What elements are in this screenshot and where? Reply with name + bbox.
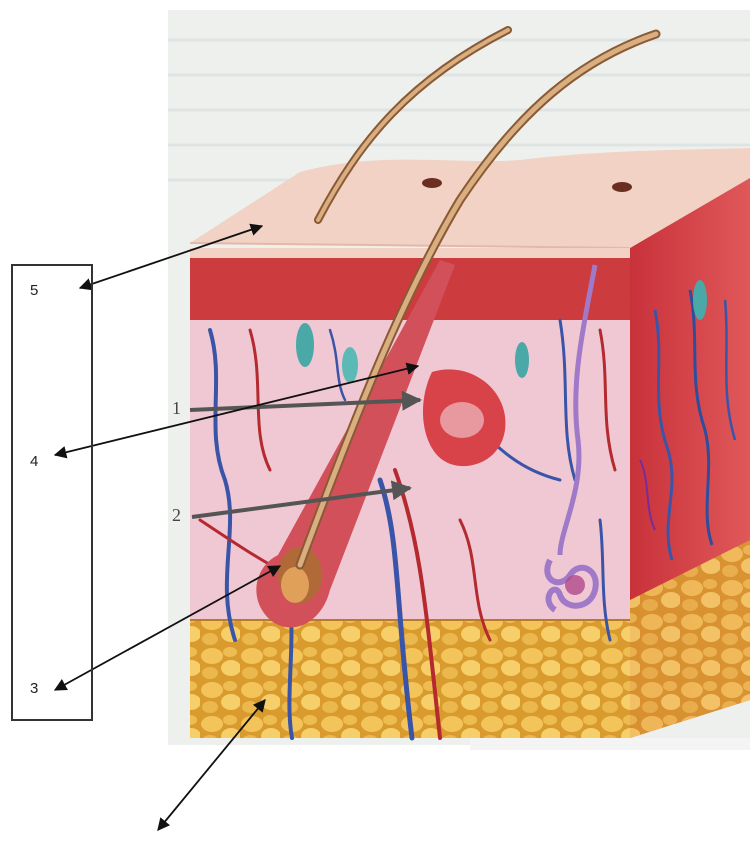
- label-5: 5: [30, 282, 38, 299]
- answer-box: [11, 264, 93, 721]
- label-1: 1: [172, 398, 181, 419]
- side-face: [630, 175, 750, 738]
- label-4: 4: [30, 453, 38, 470]
- label-2: 2: [172, 505, 181, 526]
- bottom-strip: [470, 738, 750, 750]
- label-3: 3: [30, 680, 38, 697]
- dermis: [190, 248, 630, 628]
